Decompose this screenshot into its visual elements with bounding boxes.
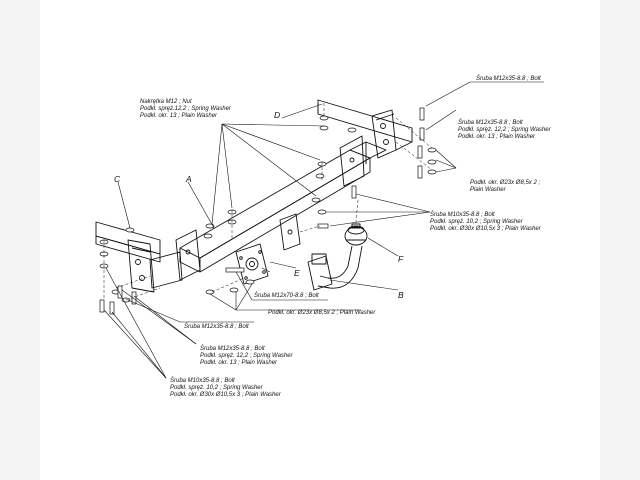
side-bracket-d: [317, 99, 413, 159]
hardware-bolts: [99, 107, 425, 315]
callout-m10-bolt-right: Śruba M10x35-8.8 ; Bolt Podkł. spręż. 10…: [430, 211, 542, 232]
cross-beam-a: [175, 135, 387, 281]
left-margin-band: [0, 0, 40, 480]
part-letter-a: A: [185, 174, 192, 184]
right-margin-band: [600, 0, 640, 480]
tow-neck-b: [307, 245, 363, 291]
leader-lines: [103, 81, 544, 379]
center-bracket: [279, 213, 301, 251]
callout-plain-washer-center: Podkł. okr. Ø23x Ø8,5x 2 ; Plain Washer: [268, 310, 376, 316]
callout-m12x70-bolt: Śruba M12x70-8.8 ; Bolt: [254, 292, 319, 299]
part-letter-c: C: [114, 174, 121, 184]
hardware-washers: [99, 115, 437, 303]
callout-m10-bolt-left: Śruba M10x35-8.8 ; Bolt Podkł. spręż. 10…: [170, 377, 282, 398]
side-bracket-c: [95, 221, 183, 293]
callout-nut-washers: Nakrętka M12 ; Nut Podkł. spręż.12,2 ; S…: [140, 99, 233, 119]
part-letter-d: D: [274, 110, 280, 120]
callout-bolt-washers-left: Śruba M12x35-8.8 ; Bolt Podkł. spręż. 12…: [200, 345, 294, 366]
callout-bolt-top: Śruba M12x35-8.8 ; Bolt: [476, 75, 541, 82]
part-letter-e: E: [294, 268, 300, 278]
tow-ball-f: [344, 223, 368, 246]
part-letter-b: B: [398, 290, 404, 300]
callout-plain-washer-right: Podkł. okr. Ø23x Ø8,5x 2 ; Plain Washer: [470, 180, 542, 193]
callout-bolt-washers-right: Śruba M12x35-8.8 ; Bolt Podkł. spręż. 12…: [458, 119, 552, 140]
assembly-lines: [103, 102, 433, 301]
socket-plate-e: [235, 243, 269, 285]
part-letter-f: F: [398, 254, 404, 264]
callout-m12x35-bolt-left: Śruba M12x35-8.8 ; Bolt: [184, 323, 249, 330]
